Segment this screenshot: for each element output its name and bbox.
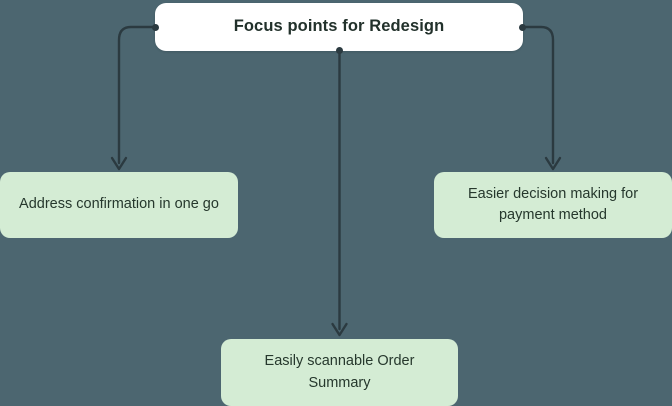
node-address-confirmation[interactable]: Address confirmation in one go xyxy=(0,172,238,238)
node-payment-method[interactable]: Easier decision making for payment metho… xyxy=(434,172,672,238)
node-focus-points-label: Focus points for Redesign xyxy=(233,17,445,36)
edge-root-to-address-path xyxy=(117,25,157,165)
edge-root-to-summary-arrowhead xyxy=(331,322,348,337)
node-address-confirmation-label: Address confirmation in one go xyxy=(19,196,219,213)
root-port-left-dot[interactable] xyxy=(152,24,159,31)
root-port-bottom-dot[interactable] xyxy=(336,47,343,54)
edge-root-to-address-arrowhead xyxy=(110,156,128,171)
node-order-summary[interactable]: Easily scannable Order Summary xyxy=(221,339,458,406)
edge-root-to-payment-arrowhead xyxy=(544,156,562,171)
root-port-right-dot[interactable] xyxy=(519,24,526,31)
node-order-summary-label: Easily scannable Order Summary xyxy=(264,353,415,391)
node-focus-points[interactable]: Focus points for Redesign xyxy=(155,3,523,51)
node-payment-method-label: Easier decision making for payment metho… xyxy=(467,185,639,223)
edge-root-to-payment-path xyxy=(520,25,555,165)
